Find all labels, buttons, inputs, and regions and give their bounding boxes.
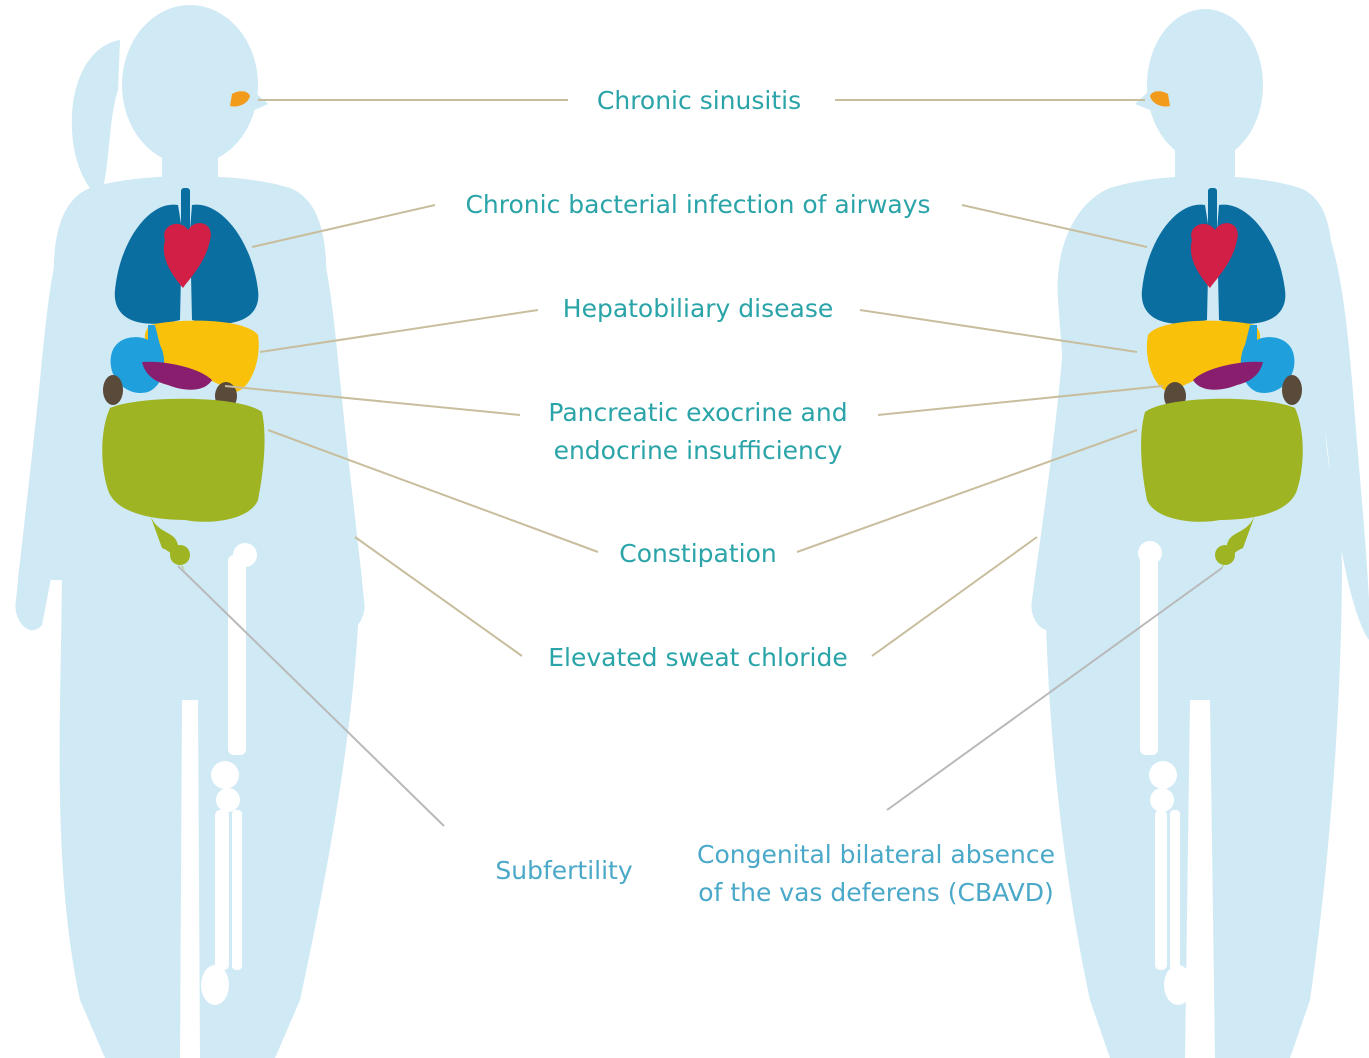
label-subfertility: Subfertility: [495, 852, 632, 890]
leader-line-sweat-left: [355, 537, 522, 656]
label-chronic-sinusitis: Chronic sinusitis: [597, 82, 801, 120]
label-cbavd: Congenital bilateral absence of the vas …: [697, 836, 1055, 912]
label-constipation: Constipation: [619, 535, 776, 573]
female-body-silhouette: [15, 5, 364, 1058]
label-pancreatic-insufficiency: Pancreatic exocrine and endocrine insuff…: [548, 394, 847, 470]
leader-line-sweat-right: [872, 537, 1037, 656]
label-hepatobiliary-disease: Hepatobiliary disease: [563, 290, 833, 328]
label-elevated-sweat-chloride: Elevated sweat chloride: [548, 639, 847, 677]
kidney-icon: [1282, 375, 1302, 405]
male-figure: [1031, 9, 1369, 1058]
male-body-silhouette: [1031, 9, 1369, 1058]
kidney-icon: [103, 375, 123, 405]
label-chronic-bacterial-infection: Chronic bacterial infection of airways: [465, 186, 930, 224]
female-figure: [15, 5, 364, 1058]
